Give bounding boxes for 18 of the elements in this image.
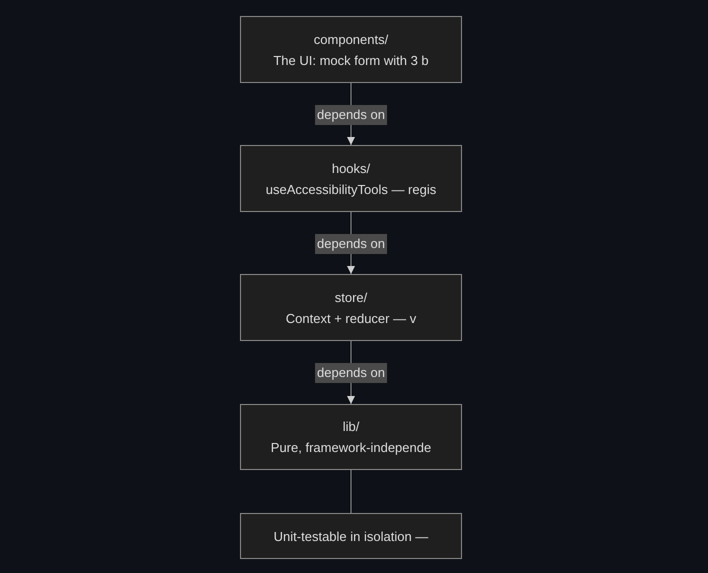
process-box [240, 145, 462, 212]
box-text: The UI: mock form with 3 b [273, 52, 429, 68]
box-text: Unit-testable in isolation — [274, 528, 428, 544]
process-box [240, 513, 462, 559]
box-heading: lib/ [342, 419, 360, 434]
process-box [240, 274, 462, 341]
edge-label: depends on [315, 363, 387, 383]
box-text: useAccessibilityTools — regis [266, 182, 436, 196]
box-heading: hooks/ [332, 160, 370, 176]
box-text: Pure, framework-independe [270, 440, 432, 455]
box-heading: components/ [314, 32, 388, 46]
process-box [240, 16, 462, 83]
process-box [240, 404, 462, 470]
edge-label: depends on [315, 104, 387, 124]
box-text: Context + reducer — v [286, 310, 416, 326]
connector-line [350, 470, 352, 514]
box-heading: store/ [334, 290, 368, 304]
edge-label: depends on [315, 234, 387, 254]
